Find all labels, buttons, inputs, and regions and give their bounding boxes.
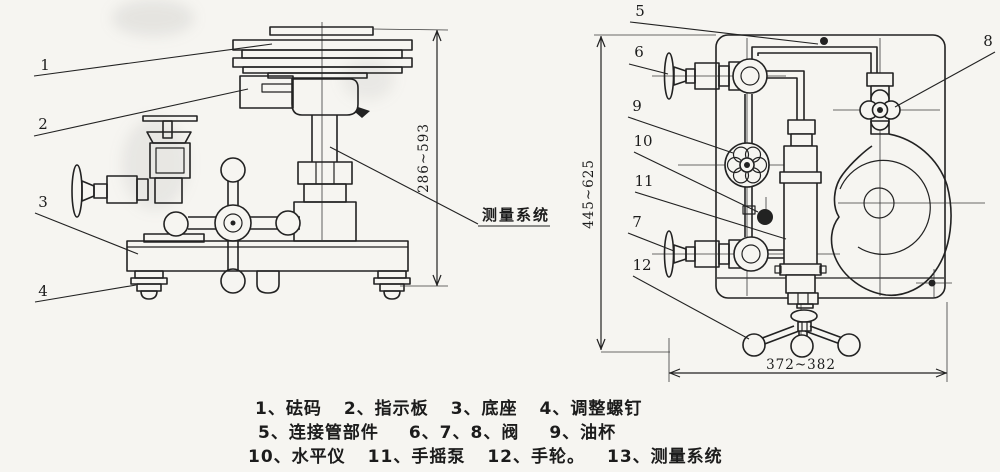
legend-row: 5、连接管部件 6、7、8、阀 9、油杯 (248, 421, 808, 445)
valve-7 (663, 230, 769, 278)
legend-item: 5、连接管部件 (258, 423, 379, 443)
valve-handwheel (71, 164, 83, 218)
base-plate (126, 240, 409, 272)
dimension-label: 445~625 (581, 159, 597, 229)
spout (355, 107, 370, 118)
legend-item: 6、7、8、阀 (408, 423, 520, 443)
legend-row: 10、水平仪 11、手摇泵 12、手轮。 13、测量系统 (248, 445, 808, 469)
indicator-plate (239, 75, 294, 109)
spoke-ball (742, 333, 766, 357)
callout-7: 7 (632, 213, 642, 231)
callout-8: 8 (983, 32, 993, 50)
center-plug (256, 270, 280, 294)
callout-4: 4 (38, 282, 48, 300)
callout-5: 5 (635, 2, 645, 20)
front-view: 286~593 测量系统 1 2 3 4 (33, 22, 550, 303)
top-view-callouts: 5 6 8 9 10 11 7 12 (627, 2, 996, 340)
base-plate-top (715, 34, 946, 299)
spoke-ball (837, 333, 861, 357)
hex-nut (297, 161, 353, 185)
spoke-ball (275, 210, 301, 236)
left-valve (71, 164, 149, 218)
legend-item: 3、底座 (450, 399, 518, 419)
cross-handwheel (163, 157, 301, 294)
legend-row: 1、砝码 2、指示板 3、底座 4、调整螺钉 (248, 397, 808, 421)
legend-item: 4、调整螺钉 (539, 399, 643, 419)
legend-item: 12、手轮。 (487, 447, 586, 467)
callout-9: 9 (632, 97, 642, 115)
weights-stack (232, 26, 413, 79)
dimension-label: 372~382 (766, 357, 836, 373)
piston-assembly (291, 78, 370, 242)
legend-item: 2、指示板 (343, 399, 429, 419)
spoke-ball (163, 211, 189, 237)
oil-cup (724, 142, 770, 188)
callout-2: 2 (38, 115, 48, 133)
locating-cross (916, 269, 952, 297)
support-block (293, 201, 357, 242)
height-dimension-left: 286~593 (372, 28, 449, 287)
valve-6 (663, 52, 768, 100)
legend-item: 11、手摇泵 (367, 447, 466, 467)
width-dimension: 372~382 (668, 302, 948, 382)
callout-6: 6 (634, 43, 644, 61)
height-dimension-right: 445~625 (581, 34, 716, 353)
valve-8 (859, 72, 901, 135)
leveling-foot-left (130, 270, 168, 300)
hex-nut (787, 292, 819, 305)
callout-1: 1 (40, 56, 50, 74)
spoke-ball (220, 157, 246, 183)
top-view: 445~625 372~382 5 6 8 9 10 (581, 2, 996, 382)
legend-item: 10、水平仪 (248, 447, 346, 467)
spoke-ball (220, 268, 246, 294)
front-view-callouts: 1 2 3 4 (33, 43, 273, 303)
parts-legend: 1、砝码 2、指示板 3、底座 4、调整螺钉 5、连接管部件 6、7、8、阀 9、油杯 1… (248, 397, 808, 469)
measuring-system-text: 测量系统 (482, 206, 550, 224)
callout-3: 3 (38, 193, 48, 211)
tripod-handwheel (742, 309, 861, 358)
leveling-foot-right (373, 270, 411, 300)
hand-pump (774, 119, 827, 309)
plate-screw (820, 37, 828, 45)
gauge-body (830, 133, 952, 297)
spirit-level (757, 197, 773, 225)
spoke-ball (790, 334, 814, 358)
legend-item: 1、砝码 (255, 399, 322, 419)
callout-12: 12 (632, 256, 651, 274)
legend-item: 9、油杯 (549, 423, 617, 443)
callout-11: 11 (634, 172, 653, 190)
dimension-label: 286~593 (416, 123, 432, 193)
legend-item: 13、测量系统 (607, 447, 723, 467)
measuring-system-label: 测量系统 (329, 146, 550, 227)
callout-10: 10 (633, 132, 652, 150)
